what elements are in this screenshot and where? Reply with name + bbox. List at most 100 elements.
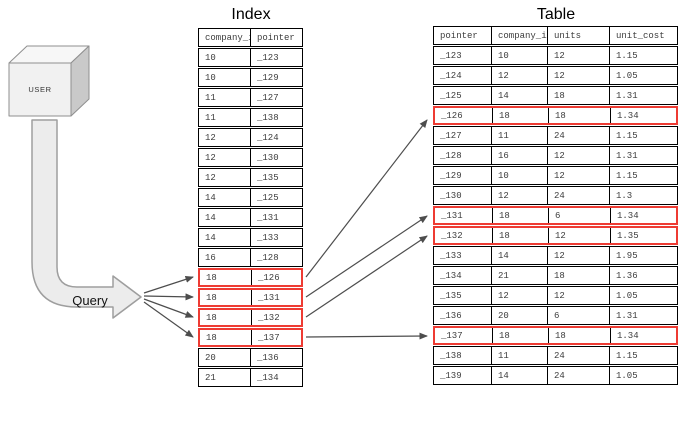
cell: _139 <box>434 367 492 384</box>
link-arrow <box>305 215 428 298</box>
cell: _133 <box>434 247 492 264</box>
cell: 12 <box>492 67 548 84</box>
cell: 18 <box>200 310 252 325</box>
user-cube-label: USER <box>28 85 52 94</box>
cell: company_id <box>492 27 548 44</box>
index-row: 14_125 <box>198 188 303 207</box>
cell: 1.31 <box>616 150 638 161</box>
query-label: Query <box>72 293 108 308</box>
cell: 1.05 <box>616 290 638 301</box>
query-arrow-icon <box>31 119 142 319</box>
cell: 12 <box>199 149 251 166</box>
cell: _131 <box>257 212 279 223</box>
cell: 1.31 <box>616 310 638 321</box>
cell: _135 <box>257 172 279 183</box>
cell: 18 <box>548 267 610 284</box>
cell: _137 <box>435 328 493 343</box>
cell: _124 <box>434 67 492 84</box>
cell: 11 <box>492 347 548 364</box>
index-row: 14_131 <box>198 208 303 227</box>
cell: _137 <box>258 332 280 343</box>
cell: _126 <box>435 108 493 123</box>
cell: 12 <box>492 287 548 304</box>
cell: _127 <box>257 92 279 103</box>
cell: _124 <box>257 132 279 143</box>
cell: 1.31 <box>616 90 638 101</box>
cell: 18 <box>200 330 252 345</box>
cell: 18 <box>493 328 549 343</box>
cell: _129 <box>434 167 492 184</box>
cell: 20 <box>492 307 548 324</box>
cell: _128 <box>434 147 492 164</box>
cell: 1.3 <box>616 190 633 201</box>
cell: 12 <box>548 167 610 184</box>
table-title: Table <box>536 6 576 23</box>
cell: units <box>548 27 610 44</box>
cell: 14 <box>199 189 251 206</box>
cell: 12 <box>199 129 251 146</box>
cell: 18 <box>200 270 252 285</box>
link-arrow <box>143 301 194 338</box>
cell: 12 <box>548 147 610 164</box>
index-row: 18 _131 <box>198 288 303 307</box>
cell: 24 <box>548 187 610 204</box>
cell: _129 <box>257 72 279 83</box>
cell: _132 <box>258 312 280 323</box>
cell: 10 <box>199 49 251 66</box>
cell: _131 <box>258 292 280 303</box>
index-row: 18_126 <box>198 268 303 287</box>
cell: 24 <box>548 367 610 384</box>
cell: 11 <box>199 109 251 126</box>
cell: 12 <box>548 47 610 64</box>
cell: 1.34 <box>617 210 639 221</box>
cell: _130 <box>434 187 492 204</box>
pointer-link-arrows <box>305 119 428 340</box>
cell: unit_cost <box>616 30 665 41</box>
cell: 18 <box>548 87 610 104</box>
cell: 14 <box>492 87 548 104</box>
cell: _130 <box>257 152 279 163</box>
cell: _127 <box>434 127 492 144</box>
index-row: 21_134 <box>198 368 303 387</box>
cell: 1.34 <box>617 330 639 341</box>
index-row: 10_129 <box>198 68 303 87</box>
cell: 12 <box>548 287 610 304</box>
cell: 18 <box>549 108 611 123</box>
cell: 1.15 <box>616 170 638 181</box>
index-title: Index <box>231 6 271 23</box>
cell: _138 <box>434 347 492 364</box>
link-arrow <box>305 119 428 278</box>
cell: _128 <box>257 252 279 263</box>
cell: _135 <box>434 287 492 304</box>
cell: 12 <box>548 67 610 84</box>
cell: _123 <box>434 47 492 64</box>
cell: 1.05 <box>616 70 638 81</box>
cell: 18 <box>200 290 252 305</box>
cell: 24 <box>548 347 610 364</box>
link-arrow <box>305 235 428 318</box>
cell: 18 <box>493 208 549 223</box>
cell: 18 <box>493 108 549 123</box>
link-arrow <box>143 276 194 294</box>
cell: 1.36 <box>616 270 638 281</box>
cell: pointer <box>434 27 492 44</box>
cell: 12 <box>548 247 610 264</box>
cell: company_id <box>199 29 251 46</box>
cell: 24 <box>548 127 610 144</box>
cell: 12 <box>492 187 548 204</box>
index-row: 16_128 <box>198 248 303 267</box>
cell: _133 <box>257 232 279 243</box>
cell: 1.15 <box>616 350 638 361</box>
query-fan-arrows <box>143 276 194 338</box>
